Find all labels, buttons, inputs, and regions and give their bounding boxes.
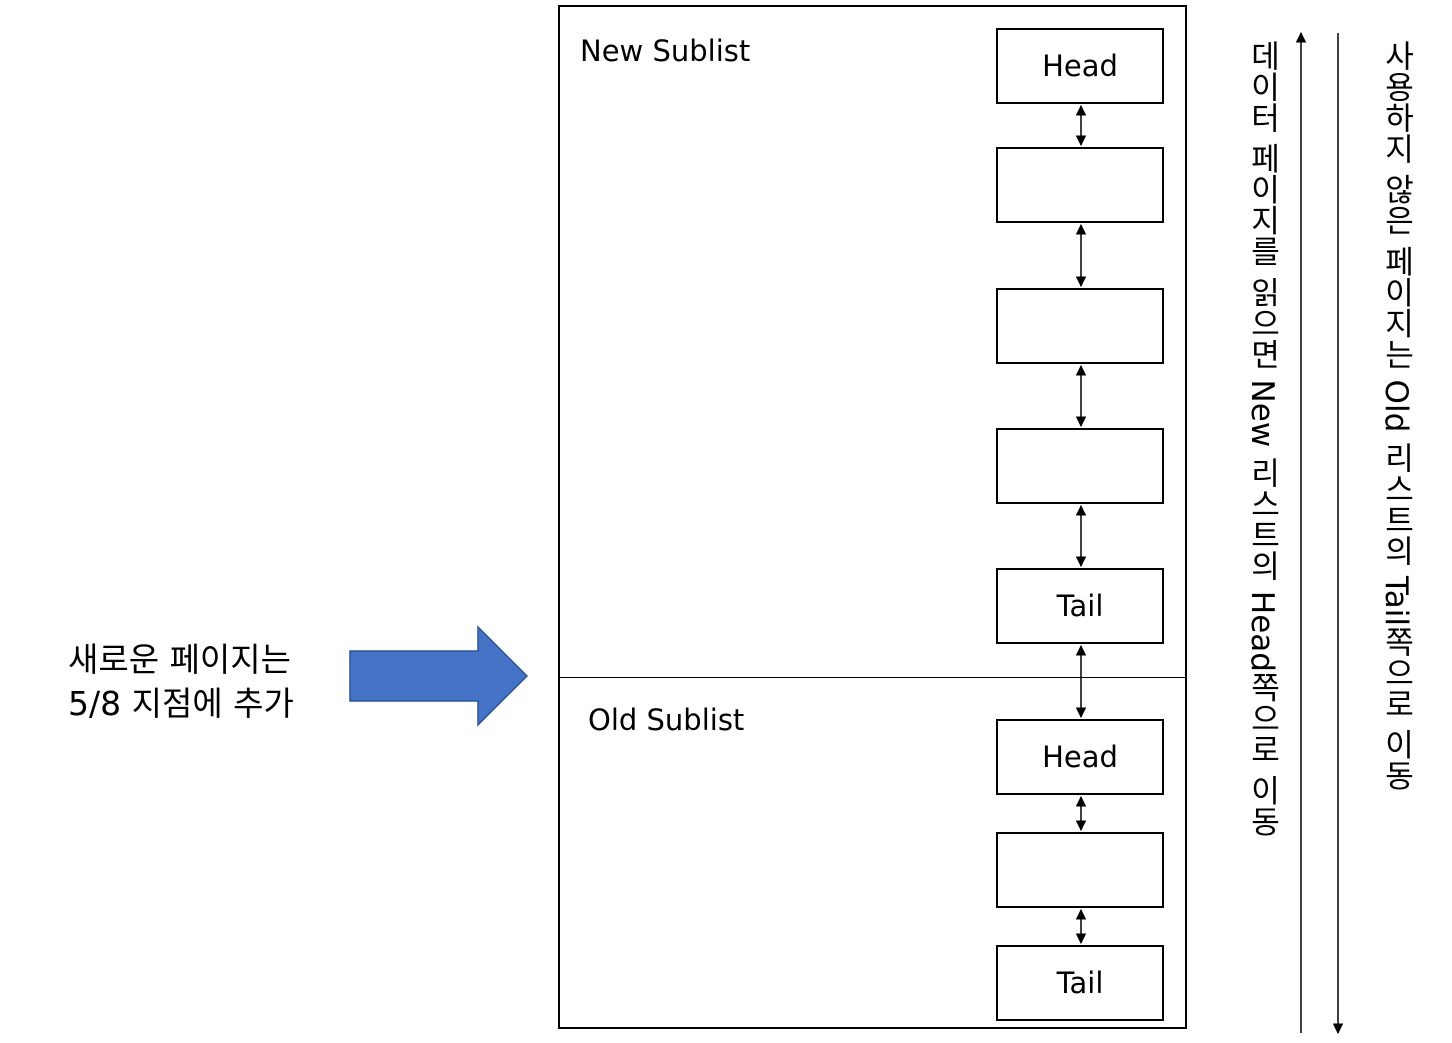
sublist-divider: [558, 677, 1187, 678]
insert-arrow: [349, 625, 529, 727]
insert-caption: 새로운 페이지는 5/8 지점에 추가: [68, 638, 294, 726]
new-sublist-node: [996, 288, 1164, 364]
new-sublist-head-node: Head: [996, 28, 1164, 104]
old-sublist-title: Old Sublist: [588, 703, 745, 737]
unused-to-tail-label: 사용하지 않은 페이지는 Old 리스트의 Tail쪽으로 이동: [1378, 40, 1414, 791]
old-sublist-node: [996, 832, 1164, 908]
new-sublist-tail-node: Tail: [996, 568, 1164, 644]
insert-caption-line2: 5/8 지점에 추가: [68, 684, 294, 723]
buffer-pool-box: [558, 5, 1187, 1029]
read-to-head-label: 데이터 페이지를 읽으면 New 리스트의 Head쪽으로 이동: [1244, 40, 1280, 837]
new-sublist-node: [996, 428, 1164, 504]
old-sublist-head-node: Head: [996, 719, 1164, 795]
new-sublist-title: New Sublist: [580, 34, 751, 68]
new-sublist-node: [996, 147, 1164, 223]
insert-caption-line1: 새로운 페이지는: [68, 640, 292, 679]
old-sublist-tail-node: Tail: [996, 945, 1164, 1021]
